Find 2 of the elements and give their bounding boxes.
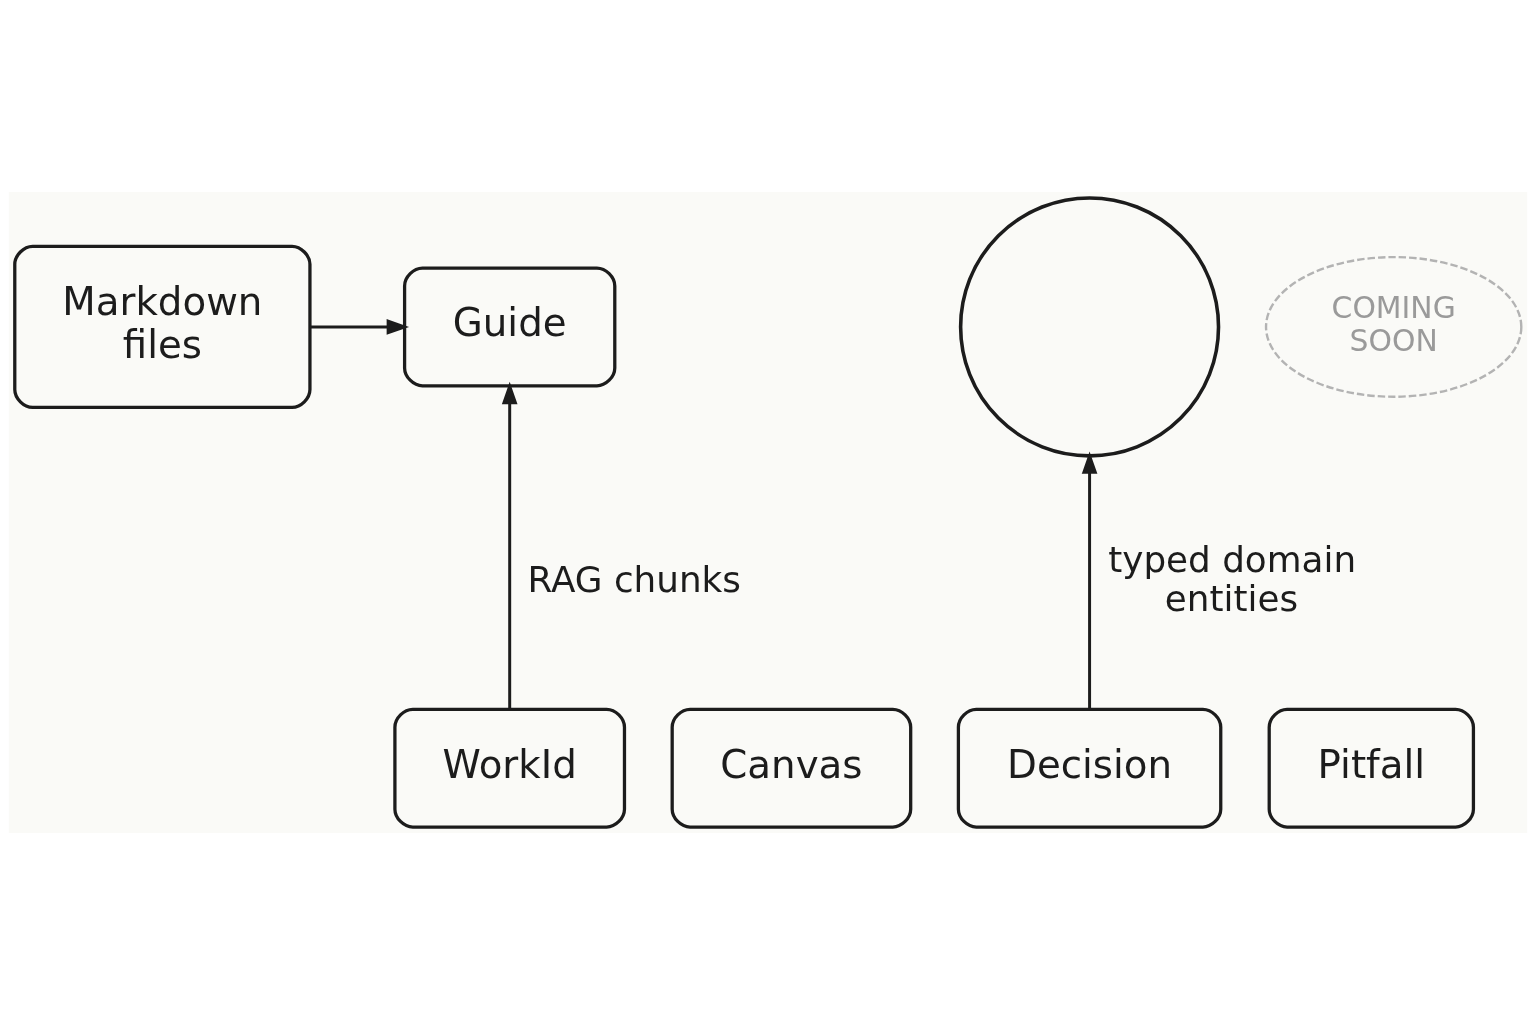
edge-label: typed domain entities bbox=[1108, 538, 1357, 619]
edge-label: RAG chunks bbox=[527, 558, 741, 600]
